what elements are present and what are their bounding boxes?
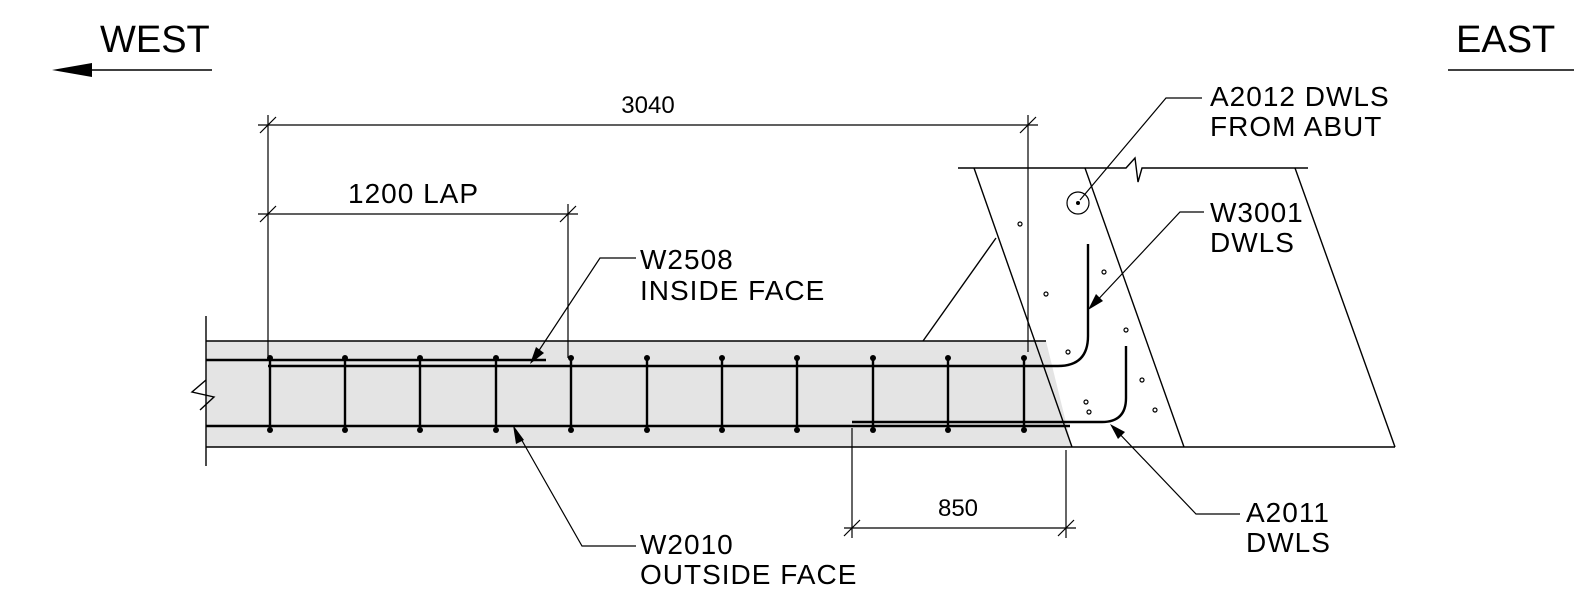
dimension-dowel-extension: 850: [843, 428, 1076, 538]
a2012-dowel-dot: [1076, 201, 1080, 205]
concrete-wall-section: [190, 316, 1395, 466]
callout-w2508-mark: W2508: [640, 244, 734, 275]
callout-a2011: A2011 DWLS: [1110, 424, 1331, 558]
bar-dot: [870, 427, 876, 433]
bar-dot: [342, 427, 348, 433]
abutment-outline: [922, 156, 1396, 448]
horizontal-bars: [206, 244, 1128, 428]
leader-arrow-icon: [530, 347, 544, 364]
callout-w2010-mark: W2010: [640, 529, 734, 560]
abutment-bar-dot: [1065, 349, 1071, 355]
bar-dot: [719, 355, 725, 361]
bar-dot: [794, 355, 800, 361]
callout-a2012: A2012 DWLS FROM ABUT: [1079, 81, 1390, 201]
callout-a2011-note: DWLS: [1246, 527, 1331, 558]
abutment-bar-dot: [1152, 407, 1158, 413]
callout-w2010-note: OUTSIDE FACE: [640, 559, 857, 590]
bar-dot: [342, 355, 348, 361]
vertical-bars: [267, 355, 1027, 433]
concrete-fill: [206, 341, 1072, 447]
bar-dot: [417, 355, 423, 361]
callout-a2012-mark: A2012 DWLS: [1210, 81, 1390, 112]
callout-w2508: W2508 INSIDE FACE: [530, 244, 825, 364]
bar-dot: [267, 427, 273, 433]
bar-dot: [417, 427, 423, 433]
a2011-dowel-bar: [1101, 346, 1128, 424]
leader-arrow-icon: [1088, 294, 1103, 310]
callout-a2011-mark: A2011: [1246, 497, 1330, 528]
bar-dot: [870, 355, 876, 361]
west-direction-marker: WEST: [52, 19, 212, 77]
dimension-overall: 3040: [258, 92, 1038, 358]
dimension-lap-label: 1200 LAP: [348, 178, 479, 209]
abutment-bar-dot: [1043, 291, 1049, 297]
bar-dot: [1021, 355, 1027, 361]
abutment-bar-dot: [1086, 409, 1092, 415]
bar-dot: [945, 427, 951, 433]
bar-dot: [644, 427, 650, 433]
callout-w3001-note: DWLS: [1210, 227, 1295, 258]
bar-dot: [945, 355, 951, 361]
bar-dot: [644, 355, 650, 361]
east-label: EAST: [1456, 19, 1555, 61]
callout-w2508-note: INSIDE FACE: [640, 275, 825, 306]
dimension-lap: 1200 LAP: [258, 178, 578, 358]
break-line-icon: [190, 379, 216, 411]
w3001-dowel-bar: [1057, 244, 1090, 368]
bar-dot: [493, 355, 499, 361]
east-direction-marker: EAST: [1448, 19, 1574, 71]
bar-dot: [493, 427, 499, 433]
abutment-bar-dot: [1083, 399, 1089, 405]
bar-dot: [719, 427, 725, 433]
abutment-bar-dot: [1123, 327, 1129, 333]
west-label: WEST: [100, 19, 210, 61]
callout-w2010: W2010 OUTSIDE FACE: [513, 425, 857, 590]
bar-dot: [568, 427, 574, 433]
dimension-overall-label: 3040: [621, 92, 674, 119]
leader-arrow-icon: [513, 425, 524, 444]
bar-dot: [568, 355, 574, 361]
bar-dot: [1021, 427, 1027, 433]
callout-w3001: W3001 DWLS: [1088, 197, 1304, 310]
abutment-bar-dot: [1101, 269, 1107, 275]
abutment-bar-dot: [1139, 377, 1145, 383]
callout-w3001-mark: W3001: [1210, 197, 1304, 228]
callout-a2012-note: FROM ABUT: [1210, 111, 1382, 142]
leader-arrow-icon: [1110, 424, 1125, 439]
abutment-bar-dots: [1017, 221, 1158, 415]
west-arrow-icon: [52, 63, 92, 77]
a2012-dowel-circle: [1066, 191, 1090, 215]
dimension-dowel-extension-label: 850: [938, 495, 978, 522]
bar-dot: [794, 427, 800, 433]
abutment-bar-dot: [1017, 221, 1023, 227]
